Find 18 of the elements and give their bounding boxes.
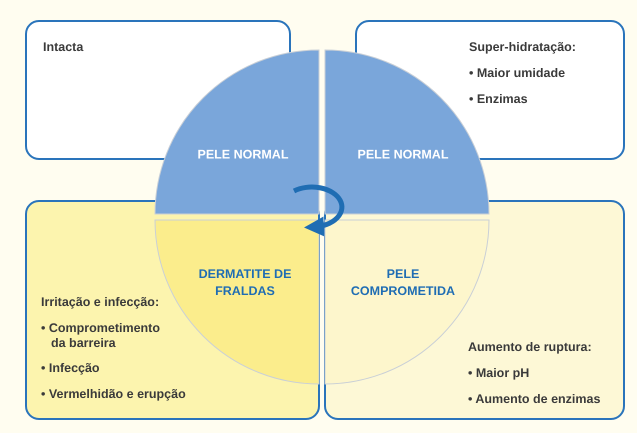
panel-heading: Irritação e infecção: xyxy=(41,295,160,309)
bullet-item: • Maior umidade xyxy=(469,66,566,80)
bullet-item: • Enzimas xyxy=(469,92,528,106)
quadrant-label: PELE NORMAL xyxy=(356,146,450,164)
quadrant-label: PELE NORMAL xyxy=(196,146,290,164)
pie-quadrant xyxy=(155,50,319,214)
bullet-item: • Comprometimento da barreira xyxy=(41,321,161,351)
panel-heading: Intacta xyxy=(43,40,84,54)
quadrant-label: DERMATITE DE FRALDAS xyxy=(198,266,292,300)
bullet-item: • Aumento de enzimas xyxy=(468,392,600,406)
panel-heading: Aumento de ruptura: xyxy=(468,340,592,354)
bullet-item: • Vermelhidão e erupção xyxy=(41,387,186,401)
panel-heading: Super-hidratação: xyxy=(469,40,576,54)
quadrant-label: PELE COMPROMETIDA xyxy=(350,266,456,300)
bullet-item: • Infecção xyxy=(41,361,100,375)
bullet-item: • Maior pH xyxy=(468,366,530,380)
text-panel xyxy=(25,200,320,420)
text-panel xyxy=(324,200,625,420)
